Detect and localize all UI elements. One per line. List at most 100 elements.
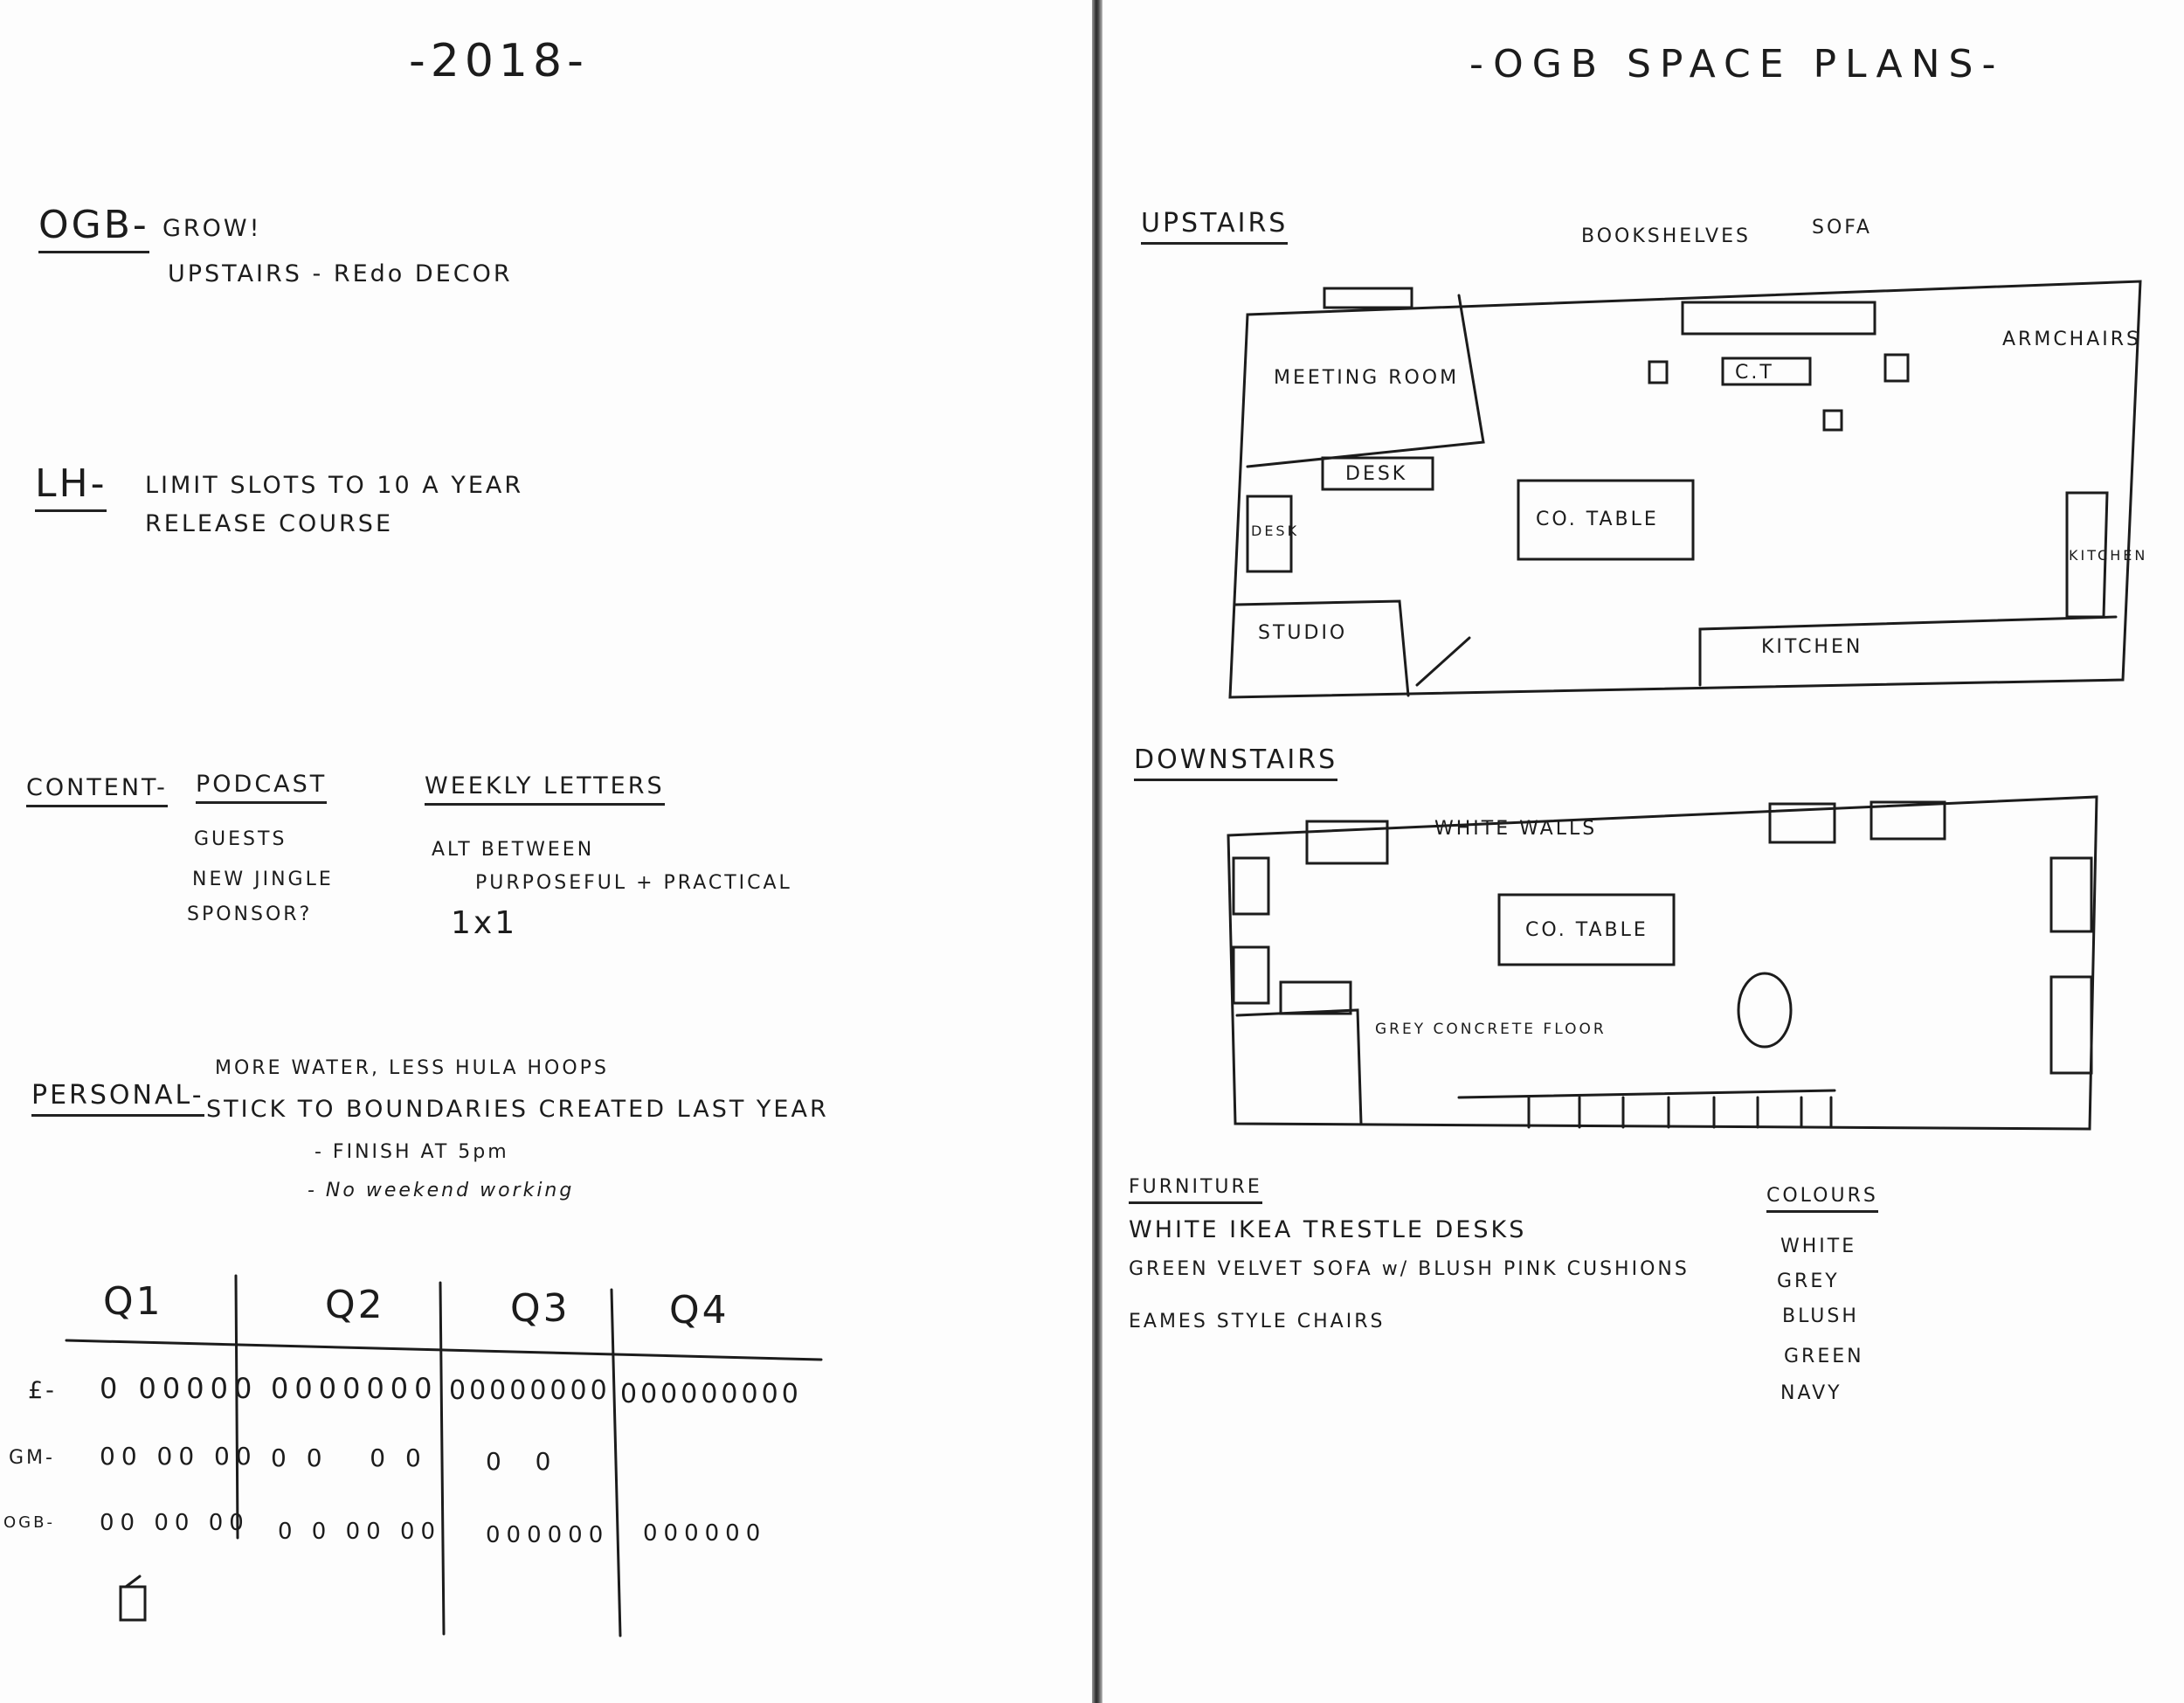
table-column-divider — [610, 1288, 622, 1637]
letters-item: 1x1 — [451, 905, 518, 941]
tally-cell: 0 0 — [486, 1447, 557, 1476]
content-label: CONTENT- — [26, 774, 168, 807]
personal-line: - No weekend working — [308, 1180, 575, 1201]
book-doodle — [119, 1585, 147, 1622]
table-header-rule — [65, 1339, 823, 1361]
tally-cell: 000000 — [486, 1522, 610, 1548]
personal-line: STICK TO BOUNDARIES CREATED LAST YEAR — [206, 1096, 829, 1123]
tally-cell: 0 00000 — [100, 1372, 259, 1405]
co-table-upstairs-shape — [1517, 479, 1695, 561]
desk-side-label: DESK — [1251, 523, 1300, 539]
armchair-shape — [1883, 353, 1910, 383]
lh-goal-1: LIMIT SLOTS TO 10 A YEAR — [145, 472, 524, 499]
wall-unit — [1305, 820, 1389, 865]
personal-line: MORE WATER, LESS HULA HOOPS — [215, 1057, 609, 1079]
coffee-table-shape — [1721, 357, 1812, 386]
left-page: -2018- OGB- GROW! UPSTAIRS - REdo DECOR … — [3, 35, 829, 1637]
letters-item: ALT BETWEEN — [432, 839, 595, 861]
tally-cell: 0 0 0 0 — [271, 1443, 427, 1472]
studio-walls — [1234, 599, 1410, 697]
downstairs-heading: DOWNSTAIRS — [1134, 744, 1338, 781]
wall-unit — [2049, 856, 2093, 933]
personal-label: PERSONAL- — [31, 1080, 204, 1117]
bench-line — [1457, 1089, 1836, 1099]
furniture-item: GREEN VELVET SOFA w/ BLUSH PINK CUSHIONS — [1129, 1258, 1690, 1280]
furniture-heading: FURNITURE — [1129, 1176, 1262, 1204]
tally-cell: 00 00 00 — [100, 1510, 250, 1536]
co-table-downstairs-shape — [1497, 893, 1676, 966]
floor-plan-drawings — [1227, 280, 2142, 1131]
row-label-gm: GM- — [9, 1447, 55, 1469]
tally-cell: 000000 — [643, 1520, 767, 1547]
ogb-label: OGB- — [38, 203, 149, 253]
co-table-label: CO. TABLE — [1525, 919, 1648, 941]
quarter-table-grid — [65, 1274, 823, 1637]
plant-oval — [1737, 972, 1793, 1049]
desk-side-shape — [1246, 495, 1293, 573]
armchair-shape — [1822, 409, 1843, 432]
tally-cell: 000000000 — [620, 1379, 802, 1409]
upstairs-heading: UPSTAIRS — [1141, 208, 1289, 245]
right-page: -OGB SPACE PLANS- — [1102, 0, 2184, 1703]
wall-unit — [2049, 975, 2093, 1075]
ct-label: C.T — [1735, 362, 1774, 384]
letters-item: PURPOSEFUL + PRACTICAL — [475, 872, 792, 894]
podcast-item: NEW JINGLE — [192, 869, 334, 890]
personal-line: - FINISH AT 5pm — [314, 1141, 509, 1163]
tally-cell: 00000000 — [449, 1375, 611, 1406]
wall-unit — [1279, 980, 1352, 1015]
sofa-label: SOFA — [1812, 217, 1872, 239]
colour-item: GREEN — [1784, 1346, 1864, 1367]
kitchen-counter — [1698, 615, 2118, 687]
armchair-shape — [1648, 360, 1669, 384]
desk-top-label: DESK — [1345, 463, 1408, 485]
kitchen-side-label: KITCHEN — [2069, 547, 2148, 564]
sofa-shape — [1681, 301, 1876, 336]
colours-heading: COLOURS — [1766, 1185, 1878, 1213]
furniture-item: WHITE IKEA TRESTLE DESKS — [1129, 1216, 1527, 1243]
table-header-q4: Q4 — [669, 1288, 729, 1333]
podcast-item: SPONSOR? — [187, 903, 313, 925]
downstairs-outline — [1227, 795, 2098, 1131]
tally-cell: 0 0 00 00 — [278, 1519, 442, 1545]
table-header-q3: Q3 — [510, 1286, 570, 1331]
podcast-item: GUESTS — [194, 828, 287, 850]
ogb-goal-1: GROW! — [162, 215, 262, 242]
co-table-label: CO. TABLE — [1536, 509, 1659, 530]
book-gutter — [1092, 0, 1102, 1703]
letters-heading: WEEKLY LETTERS — [425, 772, 665, 806]
studio-label: STUDIO — [1258, 622, 1348, 644]
wall-unit — [1870, 800, 1946, 841]
wall-unit — [1232, 945, 1270, 1005]
table-header-q1: Q1 — [103, 1279, 163, 1324]
downstairs-corner-room — [1235, 1008, 1363, 1125]
lh-goal-2: RELEASE COURSE — [145, 510, 393, 537]
podcast-heading: PODCAST — [196, 771, 328, 804]
tally-cell: 0000000 — [271, 1372, 439, 1405]
tally-cell: 00 00 00 — [100, 1442, 258, 1471]
page-title: -OGB SPACE PLANS- — [1469, 42, 2005, 87]
kitchen-label: KITCHEN — [1761, 636, 1863, 658]
ogb-goal-2: UPSTAIRS - REdo DECOR — [168, 260, 513, 287]
meeting-room-label: MEETING ROOM — [1274, 367, 1460, 389]
table-column-divider — [234, 1274, 239, 1540]
upstairs-outline — [1228, 280, 2142, 699]
white-walls-label: WHITE WALLS — [1434, 818, 1598, 840]
colour-item: BLUSH — [1782, 1305, 1859, 1327]
bookshelves-label: BOOKSHELVES — [1581, 225, 1751, 247]
wall-unit — [1768, 802, 1836, 844]
lh-label: LH- — [35, 461, 107, 512]
desk-top-shape — [1321, 456, 1434, 491]
door-swing — [1415, 636, 1471, 687]
armchairs-label: ARMCHAIRS — [2002, 329, 2142, 350]
row-label-ogb: OGB- — [3, 1513, 55, 1532]
colour-item: WHITE — [1780, 1236, 1857, 1257]
floor-label: GREY CONCRETE FLOOR — [1375, 1021, 1607, 1038]
book-doodle-spine — [124, 1575, 142, 1589]
colour-item: GREY — [1777, 1270, 1840, 1292]
page-title: -2018- — [409, 35, 589, 87]
colour-item: NAVY — [1780, 1382, 1842, 1404]
table-column-divider — [439, 1281, 446, 1636]
table-header-q2: Q2 — [325, 1283, 385, 1327]
wall-unit — [1232, 856, 1270, 916]
